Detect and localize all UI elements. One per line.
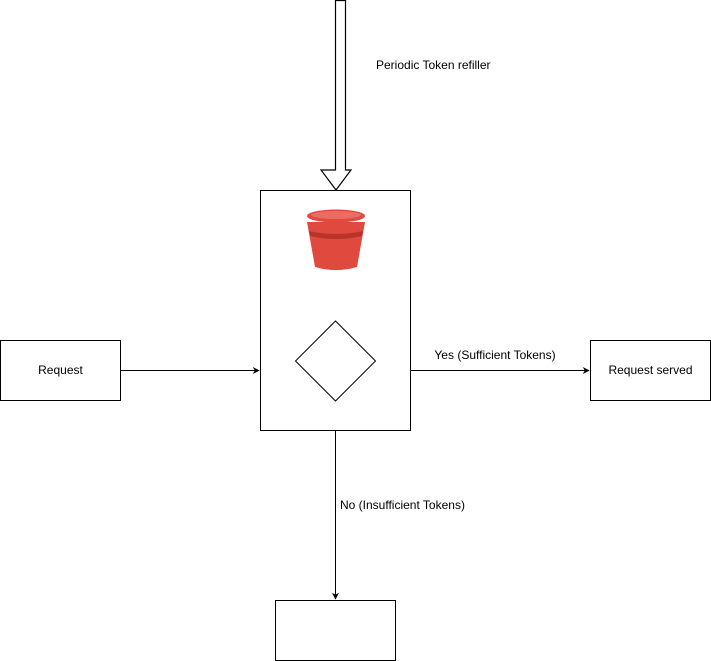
bucket-icon bbox=[307, 209, 365, 270]
bucket-band bbox=[309, 231, 363, 239]
decision-diamond bbox=[294, 320, 377, 402]
rejected-box bbox=[275, 600, 396, 661]
request-label: Request bbox=[38, 363, 83, 377]
request-served-box bbox=[590, 340, 711, 401]
yes-edge-label: Yes (Sufficient Tokens) bbox=[434, 348, 555, 362]
no-edge-label: No (Insufficient Tokens) bbox=[340, 498, 465, 512]
refiller-label: Periodic Token refiller bbox=[376, 58, 491, 72]
request-box bbox=[0, 340, 121, 401]
request-served-label: Request served bbox=[608, 363, 692, 377]
bucket-rim-highlight bbox=[311, 211, 361, 219]
bucket-body bbox=[307, 222, 365, 270]
refiller-arrow bbox=[319, 0, 353, 191]
